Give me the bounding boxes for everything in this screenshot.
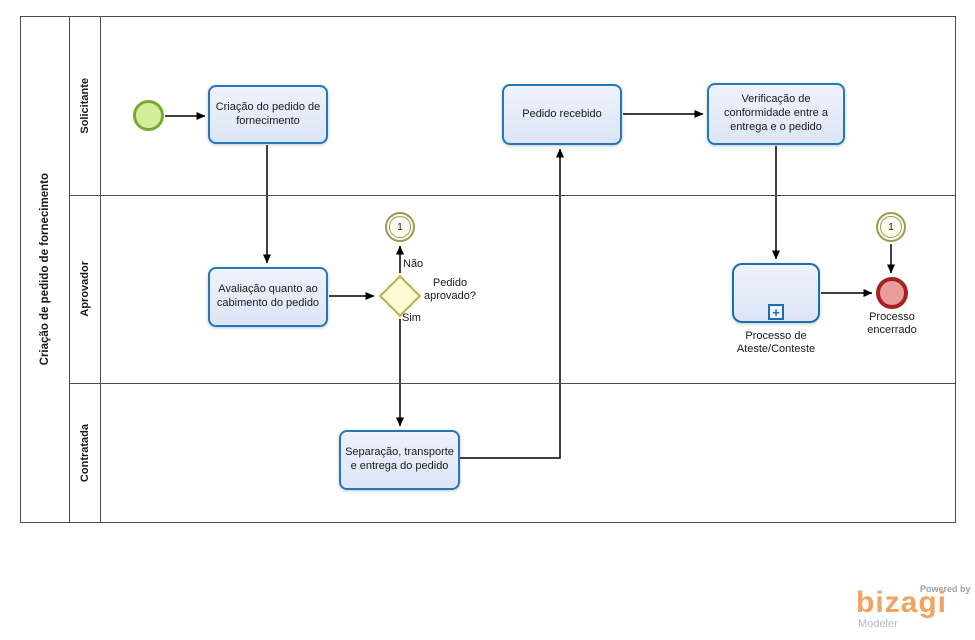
- lane-divider-2: [69, 383, 956, 384]
- pool-border: [20, 16, 956, 523]
- lane-label-contratada: Contratada: [69, 383, 100, 523]
- end-event: [876, 277, 908, 309]
- lane-divider-1: [69, 195, 956, 196]
- subprocess-label: Processo de Ateste/Conteste: [736, 330, 816, 355]
- start-event: [133, 100, 164, 131]
- lane-label-divider: [100, 16, 101, 523]
- bizagi-logo: bizagi: [856, 586, 948, 619]
- gateway-question-label: Pedido aprovado?: [424, 277, 476, 302]
- lane-label-text: Solicitante: [78, 77, 91, 134]
- task-label: Criação do pedido de fornecimento: [215, 100, 321, 127]
- subprocess-ateste-conteste: +: [732, 263, 820, 323]
- task-verificacao-conformidade: Verificação de conformidade entre a entr…: [707, 83, 845, 145]
- task-pedido-recebido: Pedido recebido: [502, 84, 622, 145]
- task-label: Avaliação quanto ao cabimento do pedido: [216, 283, 320, 309]
- pool-title: Criação de pedido de fornecimento: [20, 16, 69, 523]
- task-separacao-transporte: Separação, transporte e entrega do pedid…: [339, 430, 460, 490]
- pool-title-text: Criação de pedido de fornecimento: [38, 173, 51, 366]
- link-event-right: 1: [876, 212, 906, 242]
- link-event-left: 1: [385, 212, 415, 242]
- end-event-label: Processo encerrado: [867, 311, 917, 336]
- lane-label-aprovador: Aprovador: [69, 195, 100, 383]
- task-label: Separação, transporte e entrega do pedid…: [345, 446, 454, 472]
- powered-by-text: Powered by: [920, 584, 971, 594]
- gateway-yes-label: Sim: [402, 312, 421, 324]
- lane-label-text: Aprovador: [78, 261, 91, 317]
- lane-label-text: Contratada: [78, 423, 91, 483]
- pool-title-divider: [69, 16, 70, 523]
- flow-separacao-to-pedido-recebido: [460, 148, 564, 459]
- modeler-text: Modeler: [858, 618, 898, 630]
- link-event-number: 1: [389, 216, 411, 238]
- gateway-no-label: Não: [403, 258, 424, 270]
- subprocess-plus-icon: +: [768, 304, 784, 320]
- task-label: Pedido recebido: [522, 107, 602, 120]
- task-avaliacao-cabimento: Avaliação quanto ao cabimento do pedido: [208, 267, 328, 327]
- task-criacao-pedido: Criação do pedido de fornecimento: [208, 85, 328, 144]
- lane-label-solicitante: Solicitante: [69, 16, 100, 195]
- task-label: Verificação de conformidade entre a entr…: [724, 93, 828, 133]
- link-event-number: 1: [880, 216, 902, 238]
